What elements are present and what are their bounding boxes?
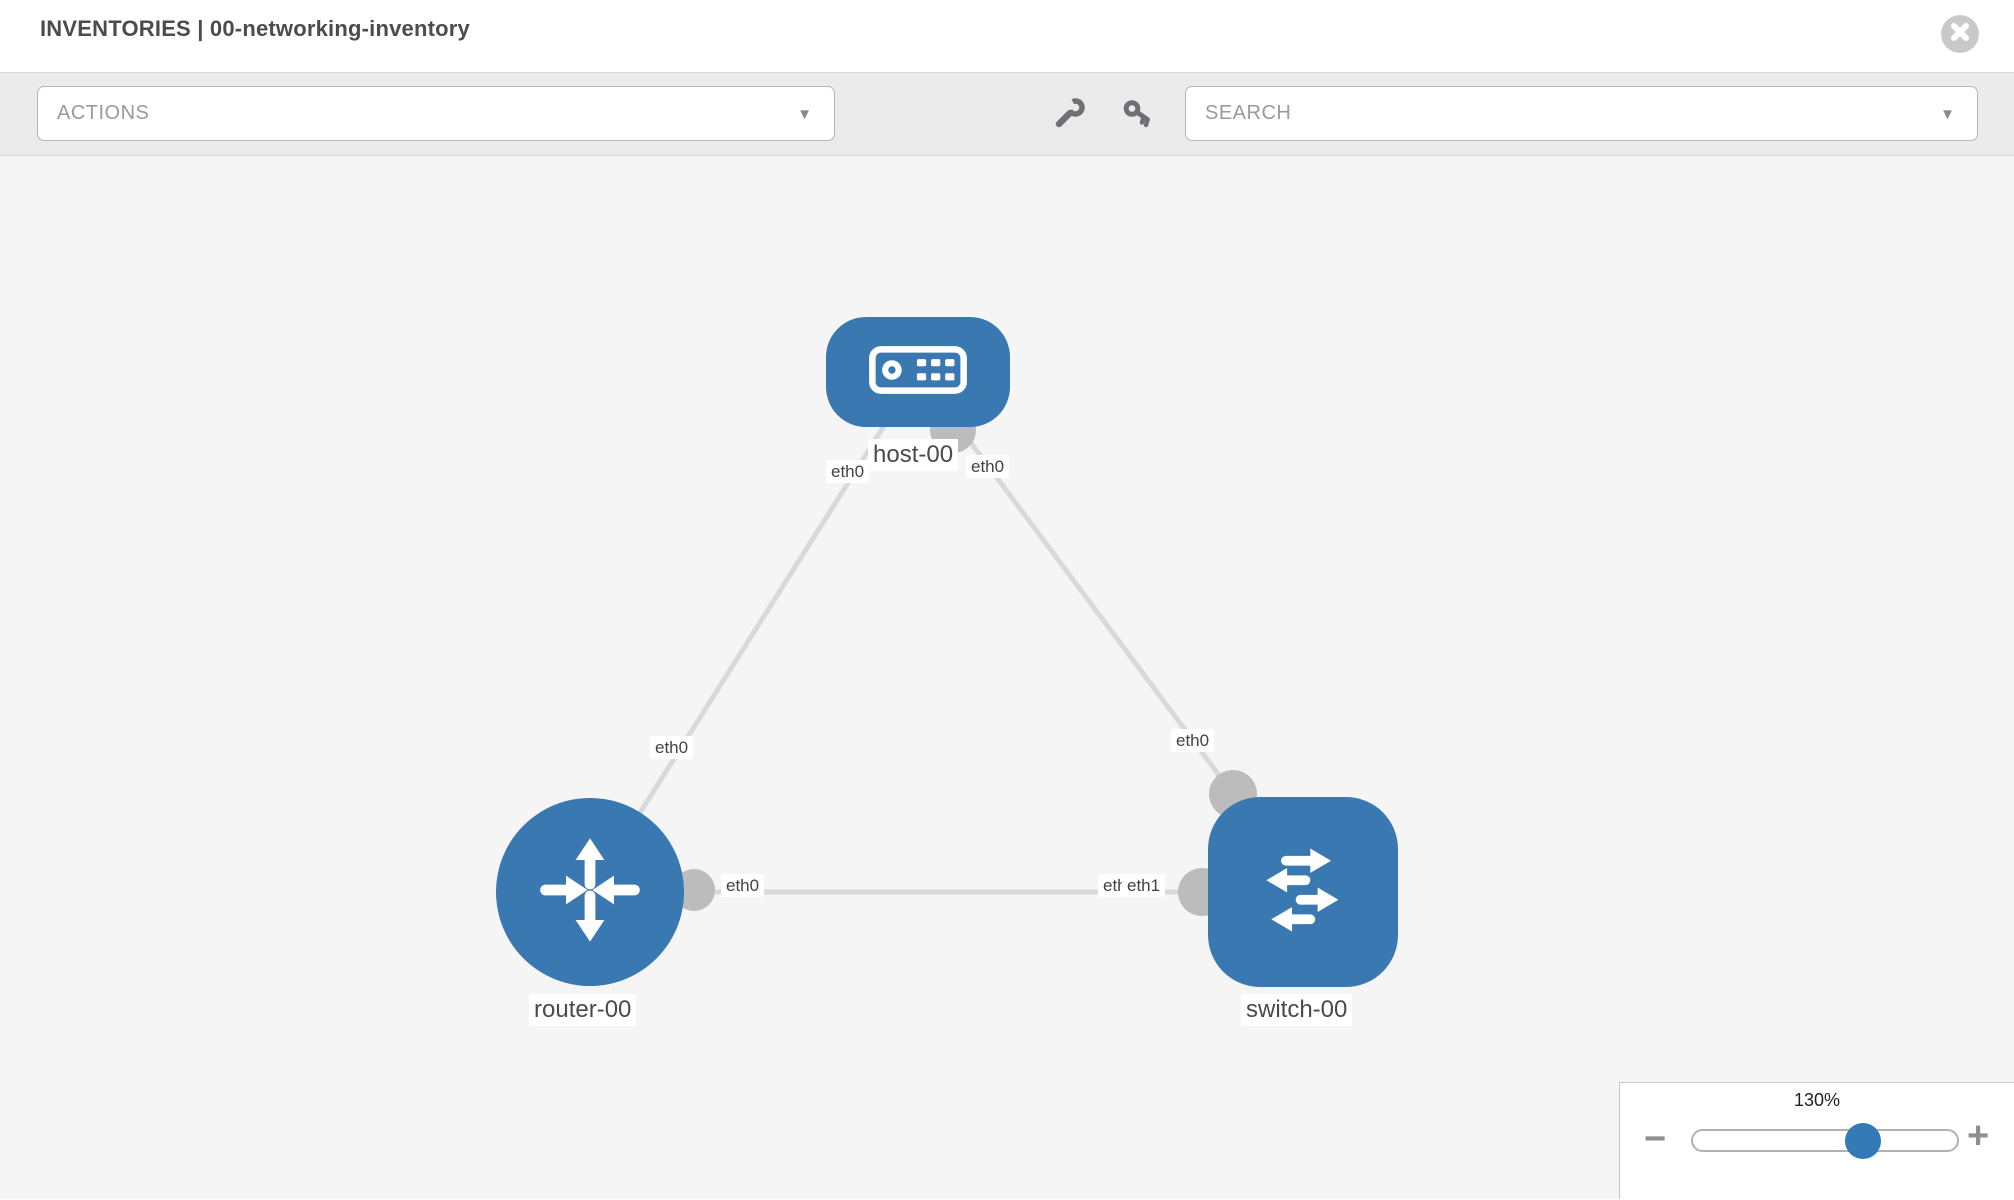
zoom-slider[interactable] xyxy=(1691,1123,1959,1159)
switch-icon xyxy=(1242,829,1364,956)
interface-label-router-to-host: eth0 xyxy=(650,736,694,760)
credentials-button[interactable] xyxy=(1121,97,1155,131)
zoom-in-button[interactable]: + xyxy=(1967,1115,1990,1157)
chevron-down-icon: ▼ xyxy=(797,106,812,123)
node-router-00[interactable] xyxy=(496,798,684,986)
router-icon xyxy=(530,830,650,955)
zoom-out-button[interactable]: − xyxy=(1644,1118,1667,1160)
close-button[interactable] xyxy=(1941,15,1979,53)
search-combobox[interactable]: SEARCH ▼ xyxy=(1185,86,1978,141)
actions-dropdown[interactable]: ACTIONS ▼ xyxy=(37,86,835,141)
actions-dropdown-label: ACTIONS xyxy=(57,102,150,124)
link-host-router xyxy=(587,370,921,894)
interface-label-switch-to-host: eth0 xyxy=(1171,729,1215,753)
toolbar: ACTIONS ▼ SEARCH ▼ xyxy=(0,72,2014,156)
node-label-switch: switch-00 xyxy=(1241,994,1353,1026)
page-title: INVENTORIES | 00-networking-inventory xyxy=(40,16,470,41)
interface-label-switch-to-router: eth1 xyxy=(1122,874,1166,898)
interface-label-host-to-switch: eth0 xyxy=(966,455,1010,479)
zoom-level-value: 130% xyxy=(1793,1090,1841,1110)
close-icon xyxy=(1950,22,1970,47)
chevron-down-icon: ▼ xyxy=(1940,106,1955,123)
header-bar: INVENTORIES | 00-networking-inventory xyxy=(0,0,2014,72)
node-label-router: router-00 xyxy=(529,994,637,1026)
node-label-host: host-00 xyxy=(868,439,959,471)
search-placeholder: SEARCH xyxy=(1205,102,1292,124)
configure-button[interactable] xyxy=(1052,97,1086,131)
node-host-00[interactable] xyxy=(826,317,1010,427)
zoom-slider-thumb[interactable] xyxy=(1845,1123,1881,1159)
topology-links-layer xyxy=(587,370,1257,916)
key-icon xyxy=(1121,100,1155,135)
host-device-icon xyxy=(868,345,968,400)
topology-canvas[interactable]: host-00 router-00 switch-00 eth0 eth0 et… xyxy=(0,156,2014,1199)
wrench-icon xyxy=(1052,98,1086,135)
node-switch-00[interactable] xyxy=(1208,797,1398,987)
interface-label-host-to-router: eth0 xyxy=(826,460,870,484)
interface-label-router-to-switch: eth0 xyxy=(721,874,765,898)
zoom-control-panel: 130% − + xyxy=(1619,1082,2014,1199)
